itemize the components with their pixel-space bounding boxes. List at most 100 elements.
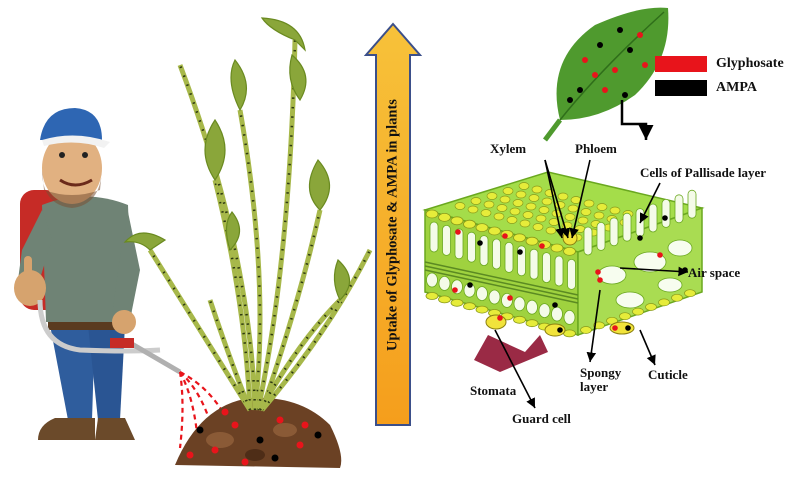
legend-label-glyphosate: Glyphosate bbox=[716, 56, 784, 71]
label-air-space: Air space bbox=[688, 265, 741, 280]
section-residue-dot bbox=[502, 233, 508, 239]
plant-stem bbox=[255, 39, 298, 411]
leaf-residue-dot bbox=[627, 47, 633, 53]
leaf-residue-dot bbox=[592, 72, 598, 78]
epidermis-cell bbox=[488, 226, 501, 236]
spongy-cell bbox=[526, 299, 538, 315]
surface-cell bbox=[515, 190, 527, 199]
palisade-cell bbox=[554, 255, 564, 287]
section-residue-dot bbox=[497, 315, 503, 321]
farmer-left-boot bbox=[38, 418, 95, 440]
plant-stem bbox=[212, 179, 253, 411]
palisade-cell bbox=[674, 194, 684, 224]
label-palisade: Cells of Pallisade layer bbox=[640, 165, 767, 180]
spongy-cell bbox=[513, 296, 526, 312]
surface-cell bbox=[532, 223, 544, 231]
surface-cell bbox=[518, 182, 530, 190]
soil-mound bbox=[175, 397, 342, 468]
stomata-shape bbox=[544, 323, 566, 337]
epidermis-cell bbox=[513, 315, 526, 324]
legend-swatch-glyphosate bbox=[655, 56, 707, 72]
epidermis-cell bbox=[671, 293, 683, 302]
palisade-cell bbox=[661, 198, 671, 228]
spongy-cell bbox=[488, 289, 501, 305]
surface-cell bbox=[593, 211, 605, 220]
soil-residue-dot bbox=[276, 416, 284, 424]
surface-cell bbox=[567, 204, 579, 213]
palisade-cell bbox=[429, 221, 439, 253]
section-residue-dot bbox=[507, 295, 513, 301]
palisade-cell bbox=[492, 238, 501, 270]
soil-residue-dot bbox=[256, 436, 264, 444]
epidermis-cell bbox=[619, 312, 631, 321]
label-guard-cell: Guard cell bbox=[512, 411, 571, 426]
plant-leaf bbox=[230, 58, 247, 112]
leaf-residue-dot bbox=[577, 87, 583, 93]
surface-cell bbox=[486, 192, 498, 200]
surface-cell bbox=[535, 214, 547, 223]
palisade-cell bbox=[467, 231, 476, 263]
spongy-cell bbox=[438, 275, 451, 291]
section-residue-dot bbox=[595, 269, 601, 275]
plant-leaf bbox=[123, 232, 167, 251]
surface-cell bbox=[531, 185, 543, 194]
surface-cell bbox=[609, 206, 621, 215]
plant-stem bbox=[257, 298, 342, 412]
farmer-right-boot bbox=[95, 418, 135, 440]
surface-cell bbox=[583, 199, 595, 208]
spray-handle bbox=[110, 338, 134, 348]
epidermis-cell bbox=[632, 307, 644, 316]
farmer-stubble bbox=[42, 170, 102, 208]
palisade-cell bbox=[479, 235, 489, 267]
leaf-residue-dot bbox=[642, 62, 648, 68]
epidermis-cell bbox=[425, 292, 439, 300]
plant-leaf bbox=[260, 17, 306, 52]
plant-stem bbox=[147, 248, 253, 412]
surface-cell bbox=[493, 212, 505, 221]
soil-residue-dot bbox=[221, 408, 229, 416]
farmer-eye-right bbox=[82, 152, 88, 158]
surface-cell bbox=[483, 200, 495, 209]
surface-cell bbox=[480, 209, 492, 217]
farmer-face bbox=[42, 132, 102, 204]
surface-cell bbox=[545, 226, 557, 235]
farmer-cap bbox=[40, 108, 102, 140]
soil-residue-dot bbox=[296, 441, 304, 449]
epidermis-cell bbox=[463, 302, 476, 311]
epidermis-cell bbox=[513, 233, 526, 243]
palisade-cell bbox=[542, 252, 551, 284]
soil-residue-dot bbox=[211, 446, 219, 454]
plant-leaf bbox=[289, 53, 307, 102]
epidermis-cell bbox=[463, 219, 476, 229]
section-residue-dot bbox=[455, 229, 461, 235]
leaf-residue-dot bbox=[582, 57, 588, 63]
surface-cell bbox=[554, 201, 566, 209]
stem-residue-dots bbox=[238, 109, 262, 411]
stem-residue-dots bbox=[261, 249, 372, 411]
leaf-icon bbox=[543, 7, 669, 142]
epidermis-cell bbox=[475, 223, 489, 233]
farmer-illustration bbox=[14, 108, 182, 440]
section-residue-dot bbox=[657, 252, 663, 258]
air-space-cell bbox=[597, 265, 627, 285]
soil-residue-dot bbox=[231, 421, 239, 429]
surface-cell bbox=[509, 207, 521, 216]
farmer-cap-brim bbox=[42, 135, 110, 148]
epidermis-cell bbox=[525, 236, 539, 246]
cross-section-right-face bbox=[577, 206, 703, 337]
leaf-residue-dot bbox=[622, 92, 628, 98]
guard-cell-shape bbox=[485, 314, 507, 330]
spongy-cell bbox=[551, 306, 563, 322]
palisade-cell bbox=[648, 203, 658, 233]
palisade-cell bbox=[567, 258, 576, 290]
spongy-cell bbox=[426, 272, 438, 288]
surface-cell bbox=[574, 225, 586, 233]
surface-cell bbox=[506, 216, 518, 224]
stem-residue-dots bbox=[256, 39, 297, 411]
label-cuticle: Cuticle bbox=[648, 367, 688, 382]
section-residue-dot bbox=[539, 243, 545, 249]
surface-cell bbox=[596, 203, 608, 211]
epidermis-cell bbox=[475, 305, 489, 314]
surface-cell bbox=[557, 192, 569, 201]
farmer-thumb-up-hand bbox=[14, 270, 46, 306]
